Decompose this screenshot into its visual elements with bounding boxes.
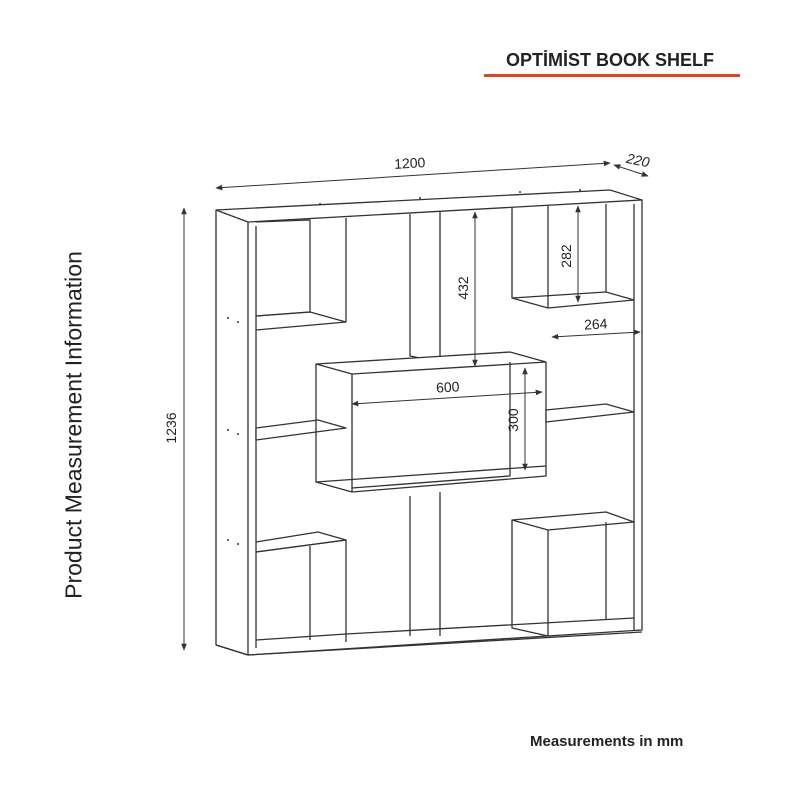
dim-width-line (215, 160, 611, 191)
dim-upper-divider-label: 432 (455, 276, 471, 300)
shelf-bottom-board (255, 617, 635, 641)
shelf-center-box (315, 351, 547, 493)
dim-depth-label: 220 (624, 150, 651, 171)
shelf-right-ledge (545, 403, 635, 423)
title-underline (484, 74, 740, 77)
dim-right-cell-width-label: 264 (584, 315, 608, 332)
shelf-upper-right-cube (511, 204, 635, 309)
shelf-lower-right-cube (511, 511, 635, 637)
dim-height-label: 1236 (163, 412, 179, 443)
dim-center-box-width-line (351, 389, 543, 407)
dim-depth-line (613, 164, 649, 177)
dim-upper-right-cell-label: 282 (558, 244, 574, 268)
dowel-markers (227, 189, 581, 545)
shelf-upper-left-cube (255, 218, 347, 331)
page-title: OPTİMİST BOOK SHELF (505, 50, 714, 70)
shelf-outer-frame (215, 189, 643, 656)
dim-width-label: 1200 (394, 154, 426, 172)
shelf-lower-left-cube (255, 531, 347, 642)
dim-center-box-width-label: 600 (436, 378, 460, 395)
dim-right-cell-width-line (551, 329, 641, 340)
shelf-left-ledge (255, 419, 347, 441)
dim-center-box-height-label: 300 (505, 408, 521, 432)
measurement-units-note: Measurements in mm (530, 733, 684, 750)
